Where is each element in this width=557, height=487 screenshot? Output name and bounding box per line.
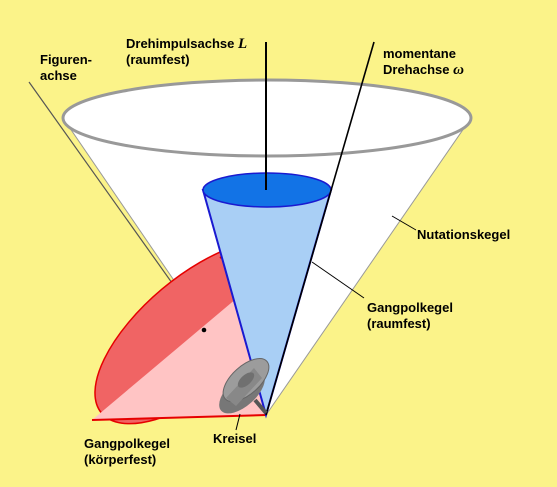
label-drehachse-symbol: ω [453, 62, 464, 78]
label-drehachse-line2: Drehachse [383, 62, 450, 77]
gyroscope [219, 358, 270, 415]
label-gangpolkegel-koerperfest: Gangpolkegel (körperfest) [84, 436, 170, 468]
leader-nutationskegel [391, 215, 417, 231]
body-cone-edge-lower [91, 414, 267, 421]
rotation-axis [265, 41, 375, 416]
label-kreisel: Kreisel [213, 431, 256, 447]
label-nutationskegel: Nutationskegel [417, 227, 510, 243]
label-drehimpulsachse: Drehimpulsachse L (raumfest) [126, 36, 247, 68]
figure-axis-dot [201, 327, 207, 333]
label-figurenachse-line2: achse [40, 68, 77, 83]
label-figurenachse: Figuren- achse [40, 52, 92, 84]
label-gangpolkegel-raumfest: Gangpolkegel (raumfest) [367, 300, 453, 332]
label-drehachse-line1: momentane [383, 46, 456, 61]
label-drehimpulsachse-symbol: L [238, 36, 248, 52]
label-gangpolkegel-koerperfest-line2: (körperfest) [84, 452, 157, 467]
label-kreisel-line1: Kreisel [213, 431, 257, 446]
label-drehimpulsachse-line1: Drehimpulsachse [126, 36, 235, 51]
label-gangpolkegel-raumfest-line1: Gangpolkegel [367, 300, 453, 315]
label-drehimpulsachse-line2: (raumfest) [126, 52, 190, 67]
label-nutationskegel-line1: Nutationskegel [417, 227, 511, 242]
label-gangpolkegel-raumfest-line2: (raumfest) [367, 316, 431, 331]
leader-gangpolkegel-raumfest [311, 261, 365, 299]
label-figurenachse-line1: Figuren- [40, 52, 92, 67]
label-drehachse: momentane Drehachse ω [383, 46, 464, 78]
label-gangpolkegel-koerperfest-line1: Gangpolkegel [84, 436, 170, 451]
leader-kreisel [235, 413, 241, 431]
